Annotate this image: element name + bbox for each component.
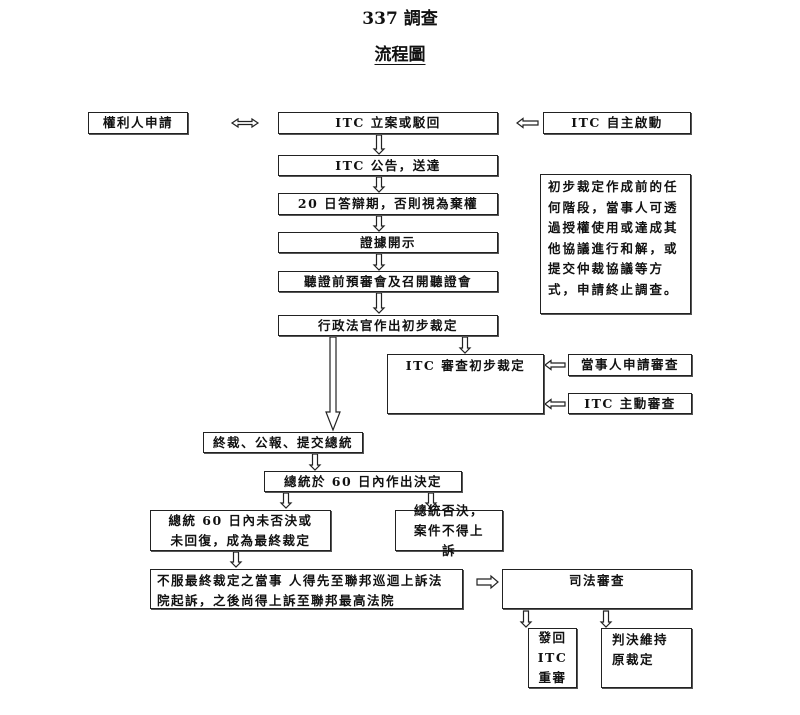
arrow-down-long-icon [325,336,341,432]
note-settlement: 初步裁定作成前的任何階段，當事人可透過授權使用或達成其他協議進行和解，或提交仲裁… [540,174,691,314]
arrow-down-icon [308,453,322,471]
node-itc-own-review: ITC 主動審查 [568,393,692,414]
arrow-left-icon [544,398,566,410]
page-subtitle: 流程圖 [374,45,426,65]
arrow-down-icon [424,492,438,509]
node-hearing: 聽證前預審會及召開聽證會 [278,271,498,292]
node-judicial-review: 司法審查 [502,569,692,609]
arrow-down-icon [372,253,386,271]
arrow-left-icon [516,117,539,129]
node-itc-review: ITC 審查初步裁定 [387,354,544,414]
node-appeal: 不服最終裁定之當事 人得先至聯邦巡迴上訴法院起訴，之後尚得上訴至聯邦最高法院 [150,569,463,609]
arrow-left-icon [544,359,566,371]
node-president-decision: 總統於 60 日內作出決定 [264,471,462,492]
node-affirm: 判決維持原裁定 [601,628,692,688]
node-itc-file-or-reject: ITC 立案或駁回 [278,112,498,134]
arrow-down-icon [372,176,386,193]
arrow-down-icon [519,610,533,628]
node-remand: 發回 ITC 重審 [528,628,577,688]
node-party-petition: 當事人申請審查 [568,354,692,376]
arrow-down-icon [229,551,243,568]
arrow-bidirectional-icon [230,117,260,129]
node-response-period: 20 日答辯期，否則視為棄權 [278,193,498,215]
page-title: 337 調查 [362,9,438,29]
arrow-down-icon [372,134,386,155]
arrow-right-icon [476,574,499,590]
node-itc-self-initiate: ITC 自主啟動 [543,112,691,134]
node-discovery: 證據開示 [278,232,498,253]
arrow-down-icon [372,292,386,314]
node-no-veto: 總統 60 日內未否決或未回復，成為最終裁定 [150,510,331,551]
node-rights-holder: 權利人申請 [88,112,188,134]
arrow-down-icon [372,215,386,232]
node-itc-notice: ITC 公告，送達 [278,155,498,176]
node-veto: 總統否決，案件不得上訴 [395,503,503,558]
arrow-down-icon [599,610,613,628]
arrow-down-icon [279,492,293,509]
node-initial-determination: 行政法官作出初步裁定 [278,315,498,336]
arrow-down-icon [458,336,472,354]
node-final-determination: 終裁、公報、提交總統 [203,432,363,453]
